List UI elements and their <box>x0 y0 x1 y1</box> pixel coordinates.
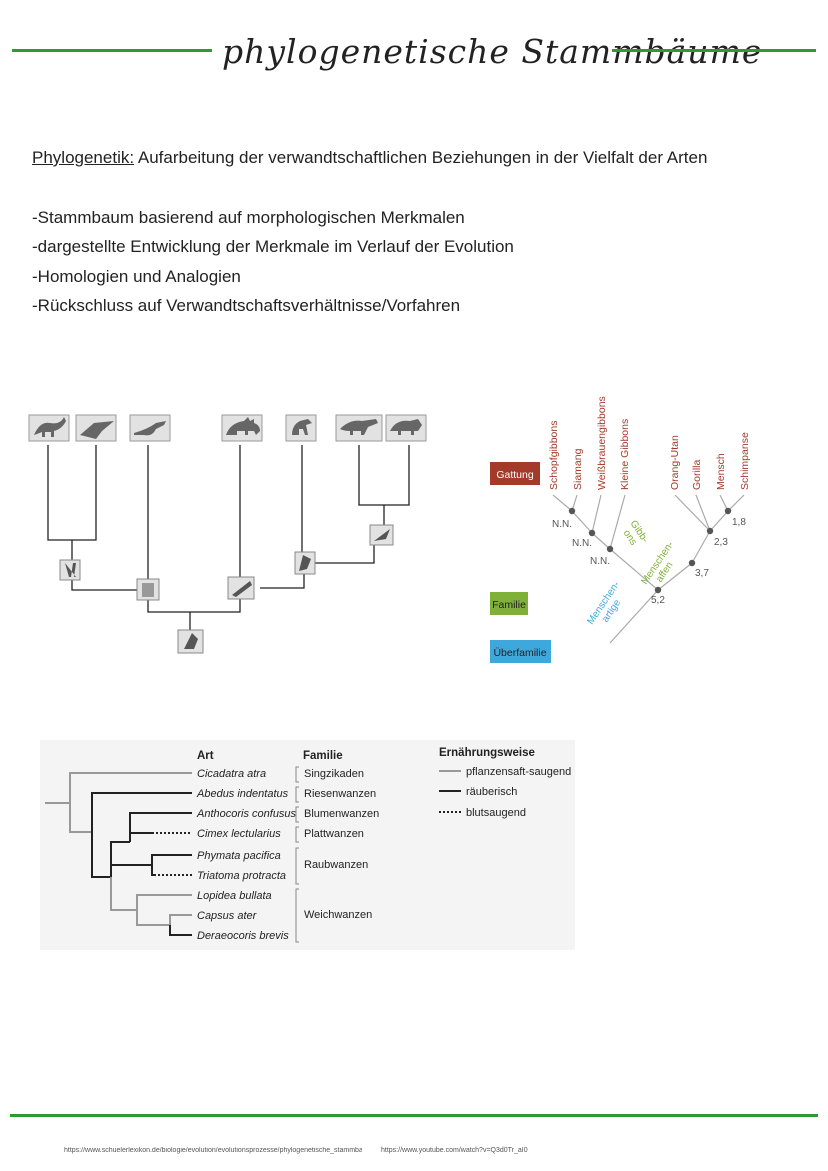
bullet-item: -Rückschluss auf Verwandtschaftsverhältn… <box>32 296 461 315</box>
stegosaur-icon <box>226 417 260 435</box>
species-label: Schopfgibbons <box>548 421 560 490</box>
feature-icon <box>184 633 198 649</box>
dinosaur-icon <box>292 419 312 435</box>
bullet-item: -Stammbaum basierend auf morphologischen… <box>32 208 465 227</box>
intro-definition: Phylogenetik: Aufarbeitung der verwandts… <box>32 148 707 168</box>
family-name: Raubwanzen <box>304 859 368 871</box>
species-name: Deraeocoris brevis <box>197 930 289 942</box>
legend-familie-box <box>490 592 528 615</box>
group-label-menschenaffen: Menschen-affen <box>639 540 685 593</box>
feature-icon <box>299 555 311 571</box>
family-name: Blumenwanzen <box>304 808 379 820</box>
species-name: Anthocoris confusus <box>196 808 297 820</box>
node-label: N.N. <box>552 519 572 530</box>
group-label-menschenartige: Menschen-artige <box>585 580 631 633</box>
legend-ueberfamilie: Überfamilie <box>493 647 546 659</box>
species-label: Schimpanse <box>739 432 751 490</box>
triceratops-icon <box>390 419 422 435</box>
species-name: Cimex lectularius <box>197 828 281 840</box>
ape-tree: Schopfgibbons Siamang Weißbrauengibbons … <box>490 396 751 663</box>
footer-link-schuelerlexikon[interactable]: https://www.schuelerlexikon.de/biologie/… <box>64 1147 362 1154</box>
header-rule-right <box>612 49 816 52</box>
species-label: Gorilla <box>691 459 703 490</box>
header-art: Art <box>197 750 214 762</box>
species-name: Triatoma protracta <box>197 870 286 882</box>
legend-gattung: Gattung <box>496 469 534 481</box>
tree-node <box>588 529 596 537</box>
feature-icon <box>142 583 154 597</box>
header-ernaehrung: Ernährungsweise <box>439 747 535 759</box>
tyrannosaur-icon <box>340 419 378 435</box>
species-name: Lopidea bullata <box>197 890 272 902</box>
species-name: Cicadatra atra <box>197 768 266 780</box>
tree-node <box>568 507 576 515</box>
species-name: Abedus indentatus <box>196 788 289 800</box>
species-label: Weißbrauengibbons <box>596 396 608 490</box>
tree-node <box>724 507 732 515</box>
legend-familie: Familie <box>492 599 526 611</box>
species-label: Orang-Utan <box>669 435 681 490</box>
family-name: Weichwanzen <box>304 909 372 921</box>
tree-node <box>688 559 696 567</box>
bullet-item: -Homologien und Analogien <box>32 267 241 286</box>
node-label: 3,7 <box>695 568 709 579</box>
legend-label: räuberisch <box>466 786 517 798</box>
legend-label: blutsaugend <box>466 807 526 819</box>
intro-text: Aufarbeitung der verwandtschaftlichen Be… <box>134 148 708 167</box>
dinosaur-icon <box>34 417 66 437</box>
dinosaur-cladogram <box>28 414 427 654</box>
node-label: 1,8 <box>732 517 746 528</box>
species-name: Capsus ater <box>197 910 258 922</box>
node-label: 2,3 <box>714 537 728 548</box>
node-label: N.N. <box>572 538 592 549</box>
species-label: Kleine Gibbons <box>619 419 631 490</box>
family-name: Riesenwanzen <box>304 788 376 800</box>
species-label: Siamang <box>572 448 584 490</box>
tree-node <box>654 586 662 594</box>
feature-icon <box>374 529 390 541</box>
legend-label: pflanzensaft-saugend <box>466 766 571 778</box>
pterosaur-icon <box>80 421 114 439</box>
node-label: 5,2 <box>651 595 665 606</box>
feature-icon <box>232 581 252 597</box>
family-name: Singzikaden <box>304 768 364 780</box>
legend-ueberfamilie-box <box>490 640 551 663</box>
footer-link-youtube[interactable]: https://www.youtube.com/watch?v=Q3d0Tr_a… <box>381 1147 528 1154</box>
feature-icon <box>65 563 76 577</box>
tree-node <box>706 527 714 535</box>
intro-term: Phylogenetik: <box>32 148 135 167</box>
dinosaur-icon <box>134 421 166 436</box>
legend-gattung-box <box>490 462 540 485</box>
footer-rule <box>10 1114 818 1117</box>
page-title: phylogenetische Stammbäume <box>222 32 763 71</box>
insect-tree-table: Art Familie Ernährungsweise Cicadatra at… <box>40 740 575 950</box>
family-name: Plattwanzen <box>304 828 364 840</box>
tree-node <box>606 545 614 553</box>
species-label: Mensch <box>715 453 727 490</box>
node-label: N.N. <box>590 556 610 567</box>
header-rule-left <box>12 49 212 52</box>
header-familie: Familie <box>303 750 343 762</box>
bullet-item: -dargestellte Entwicklung der Merkmale i… <box>32 237 514 256</box>
feature-box <box>369 524 394 546</box>
species-name: Phymata pacifica <box>197 850 281 862</box>
group-label-gibbons: Gibb-ons <box>618 519 650 552</box>
